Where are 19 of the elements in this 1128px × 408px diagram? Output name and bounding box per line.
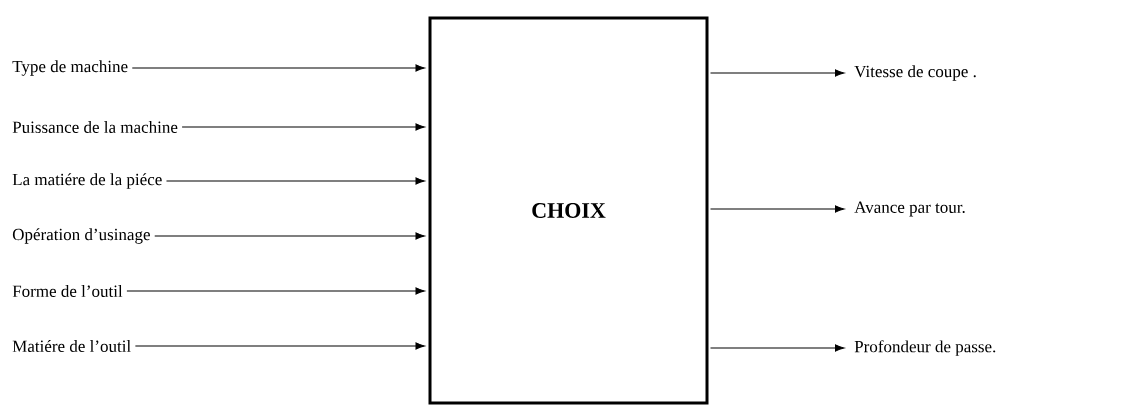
output-label: Vitesse de coupe . [854,65,976,81]
arrow [134,342,425,350]
output-label: Avance par tour. [854,201,965,217]
input-label: Matiére de l’outil [12,340,131,352]
arrow [710,69,845,77]
output-label: Profondeur de passe. [854,340,996,356]
arrow [710,344,845,352]
process-box: CHOIX [428,16,709,405]
arrow [131,64,425,72]
input-label: Puissance de la machine [12,121,178,133]
arrow [154,232,425,240]
arrow [126,287,425,295]
input-label: Opération d’usinage [12,228,150,244]
arrow [181,123,425,131]
arrow [166,177,425,185]
input-label: La matiére de la piéce [12,173,162,189]
input-label: Type de machine [12,60,128,76]
input-label: Forme de l’outil [12,285,123,297]
arrow [710,205,845,213]
